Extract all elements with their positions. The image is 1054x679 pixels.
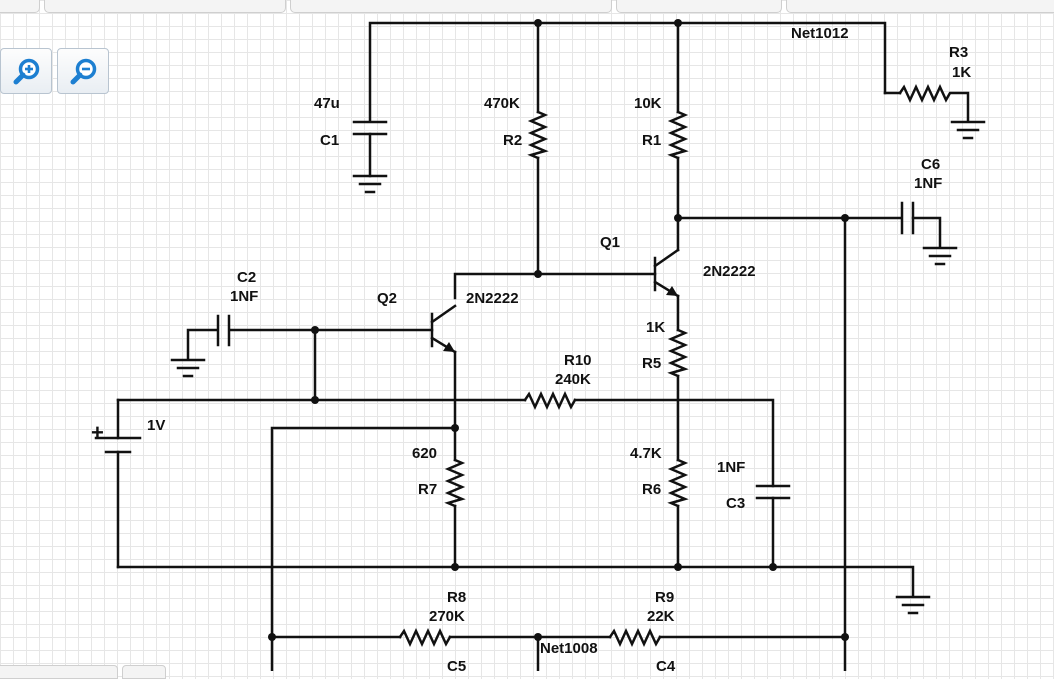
ground-symbol: [895, 595, 931, 615]
r3-ref-label: R3: [949, 44, 968, 61]
junction-dot: [311, 396, 319, 404]
zoom-in-button[interactable]: [0, 48, 52, 94]
c5-ref-label: C5: [447, 658, 466, 671]
zoom-out-button[interactable]: [57, 48, 109, 94]
q2-ref-label: Q2: [377, 290, 397, 307]
ground-symbol: [352, 174, 388, 194]
transistor-q2[interactable]: [430, 304, 457, 354]
resistor-r6[interactable]: [667, 458, 689, 508]
capacitor-c1[interactable]: [352, 120, 388, 178]
r9-value-label: 22K: [647, 608, 675, 625]
r5-ref-label: R5: [642, 355, 661, 372]
zoom-in-icon: [13, 58, 40, 85]
junction-dot: [674, 214, 682, 222]
junction-dot: [311, 326, 319, 334]
r8-value-label: 270K: [429, 608, 465, 625]
resistor-r9[interactable]: [608, 628, 662, 647]
wire-q2-collector[interactable]: [453, 272, 540, 300]
c2-value-label: 1NF: [230, 288, 258, 305]
top-tab-3[interactable]: [290, 0, 612, 13]
junctions: [268, 19, 849, 641]
net-label-net1008: Net1008: [540, 640, 598, 657]
net-label-net1012: Net1012: [791, 25, 849, 42]
top-tab-5[interactable]: [786, 0, 1054, 13]
r6-ref-label: R6: [642, 481, 661, 498]
r3-value-label: 1K: [952, 64, 971, 81]
ground-symbol: [170, 358, 206, 378]
r10-value-label: 240K: [555, 371, 591, 388]
top-tab-4[interactable]: [616, 0, 782, 13]
c4-ref-label: C4: [656, 658, 676, 671]
resistor-r1[interactable]: [667, 110, 689, 160]
capacitor-c6[interactable]: [900, 201, 915, 235]
junction-dot: [769, 563, 777, 571]
r7-value-label: 620: [412, 445, 437, 462]
battery-value-label: 1V: [147, 417, 165, 434]
junction-dot: [841, 214, 849, 222]
wire-r10-right[interactable]: [573, 398, 775, 488]
r7-ref-label: R7: [418, 481, 437, 498]
wire-c6-gnd[interactable]: [911, 216, 942, 248]
top-tab-1[interactable]: [0, 0, 40, 13]
q2-model-label: 2N2222: [466, 290, 519, 307]
wire-c5-loop[interactable]: [270, 426, 457, 671]
junction-dot: [534, 19, 542, 27]
capacitor-c3[interactable]: [755, 484, 791, 500]
q1-ref-label: Q1: [600, 234, 620, 251]
resistor-r8[interactable]: [398, 628, 452, 647]
junction-dot: [451, 563, 459, 571]
junction-dot: [674, 19, 682, 27]
c3-ref-label: C3: [726, 495, 745, 512]
junction-dot: [451, 424, 459, 432]
c6-ref-label: C6: [921, 156, 940, 173]
r9-ref-label: R9: [655, 589, 674, 606]
wire-top-rail[interactable]: [368, 21, 887, 122]
junction-dot: [674, 563, 682, 571]
r5-value-label: 1K: [646, 319, 665, 336]
wires: [116, 21, 942, 671]
r2-ref-label: R2: [503, 132, 522, 149]
junction-dot: [534, 633, 542, 641]
transistor-q1[interactable]: [653, 248, 680, 298]
r10-ref-label: R10: [564, 352, 592, 369]
resistor-r10[interactable]: [523, 391, 577, 410]
junction-dot: [268, 633, 276, 641]
battery-plus-sign: +: [91, 420, 104, 445]
wire-ground-bus[interactable]: [116, 565, 915, 597]
top-tab-strip: [0, 0, 1054, 14]
junction-dot: [534, 270, 542, 278]
c2-ref-label: C2: [237, 269, 256, 286]
ground-symbol: [950, 120, 986, 140]
c1-ref-label: C1: [320, 132, 339, 149]
r2-value-label: 470K: [484, 95, 520, 112]
q1-model-label: 2N2222: [703, 263, 756, 280]
capacitor-c2[interactable]: [216, 314, 231, 347]
c1-value-label: 47u: [314, 95, 340, 112]
top-tab-2[interactable]: [44, 0, 286, 13]
r1-ref-label: R1: [642, 132, 661, 149]
resistor-r3[interactable]: [898, 84, 970, 122]
zoom-out-icon: [70, 58, 97, 85]
resistor-r5[interactable]: [667, 328, 689, 378]
battery-v1[interactable]: [94, 436, 142, 454]
junction-dot: [841, 633, 849, 641]
ground-symbol: [922, 246, 958, 266]
wire-c2-gnd[interactable]: [186, 328, 218, 360]
r6-value-label: 4.7K: [630, 445, 662, 462]
c3-value-label: 1NF: [717, 459, 745, 476]
r1-value-label: 10K: [634, 95, 662, 112]
resistor-r2[interactable]: [527, 110, 549, 160]
c6-value-label: 1NF: [914, 175, 942, 192]
resistor-r7[interactable]: [444, 458, 466, 508]
r8-ref-label: R8: [447, 589, 466, 606]
